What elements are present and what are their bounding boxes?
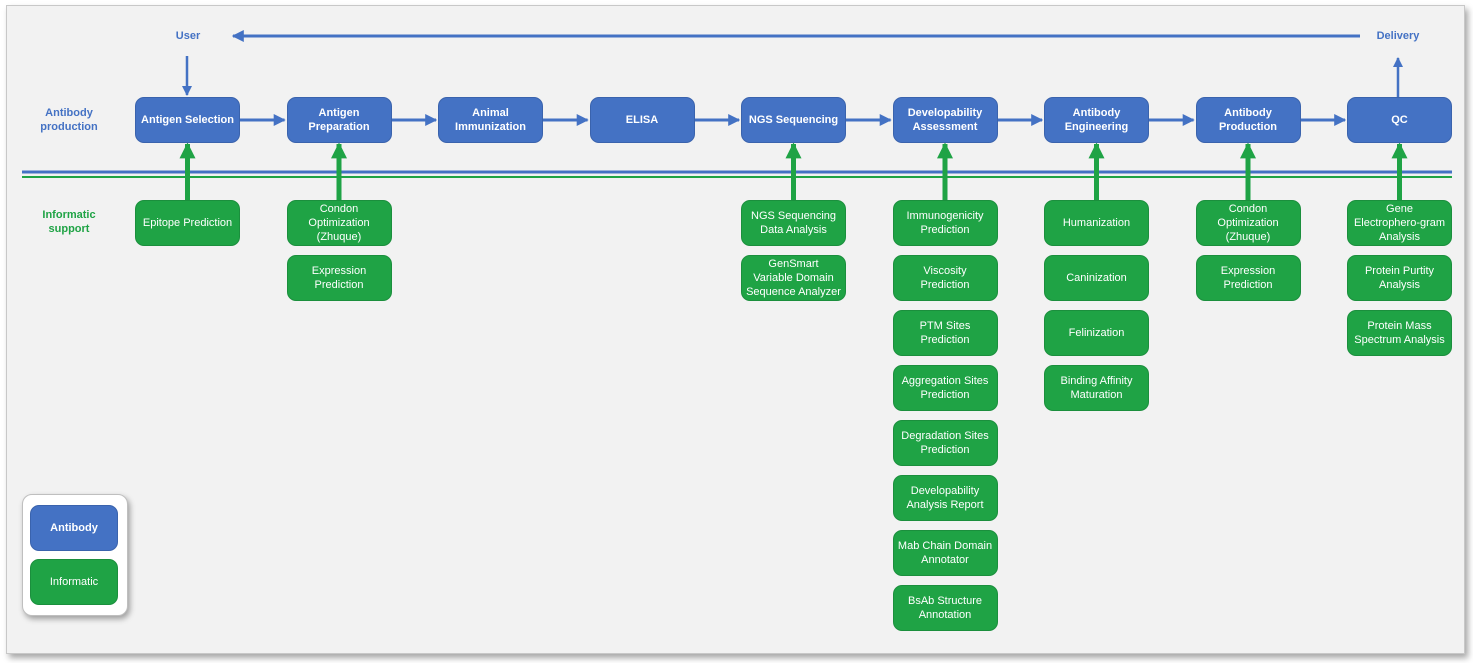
legend: Antibody Informatic (22, 494, 128, 616)
informatic-item: GenSmart Variable Domain Sequence Analyz… (741, 255, 846, 301)
informatic-item: Expression Prediction (1195, 255, 1301, 301)
informatic-item: Immunogenicity Prediction (892, 200, 998, 246)
informatic-item: Felinization (1044, 310, 1149, 356)
stage-elisa: ELISA (589, 97, 695, 143)
stage-antigen-selection: Antigen Selection (135, 97, 240, 143)
informatic-item: Gene Electrophero-gram Analysis (1347, 200, 1452, 246)
delivery-label: Delivery (1376, 30, 1420, 42)
informatic-item: Protein Mass Spectrum Analysis (1347, 310, 1452, 356)
informatic-item: Caninization (1044, 255, 1149, 301)
informatic-item: Viscosity Prediction (892, 255, 998, 301)
informatic-item: Protein Purtity Analysis (1347, 255, 1452, 301)
informatic-item: BsAb Structure Annotation (892, 585, 998, 631)
informatic-item: NGS Sequencing Data Analysis (741, 200, 846, 246)
legend-informatic: Informatic (30, 559, 118, 605)
stage-ngs-sequencing: NGS Sequencing (741, 97, 846, 143)
stage-animal-immunization: Animal Immunization (438, 97, 543, 143)
informatic-item: Aggregation Sites Prediction (892, 365, 998, 411)
informatic-item: Binding Affinity Maturation (1044, 365, 1149, 411)
stage-antibody-engineering: Antibody Engineering (1044, 97, 1149, 143)
informatic-item: Condon Optimization (Zhuque) (286, 200, 392, 246)
legend-antibody: Antibody (30, 505, 118, 551)
informatic-item: PTM Sites Prediction (892, 310, 998, 356)
informatic-item: Mab Chain Domain Annotator (892, 530, 998, 576)
informatic-item: Degradation Sites Prediction (892, 420, 998, 466)
antibody-production-label: Antibody production (40, 107, 98, 133)
stage-antigen-preparation: Antigen Preparation (286, 97, 392, 143)
informatic-item: Condon Optimization (Zhuque) (1195, 200, 1301, 246)
stage-developability-assessment: Developability Assessment (892, 97, 998, 143)
stage-qc: QC (1347, 97, 1452, 143)
informatic-item: Expression Prediction (286, 255, 392, 301)
stage-antibody-production: Antibody Production (1195, 97, 1301, 143)
user-label: User (175, 30, 201, 42)
informatic-support-label: Informatic support (42, 209, 96, 235)
support-arrows (179, 142, 1408, 200)
informatic-item: Epitope Prediction (135, 200, 240, 246)
informatic-item: Humanization (1044, 200, 1149, 246)
informatic-item: Developability Analysis Report (892, 475, 998, 521)
